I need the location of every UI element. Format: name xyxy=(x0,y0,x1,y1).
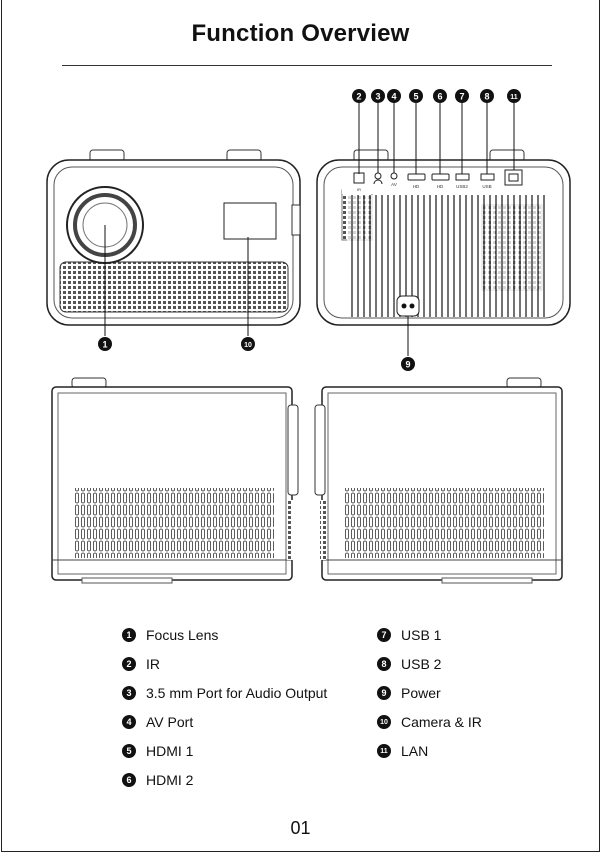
legend-label: Power xyxy=(401,685,441,701)
legend-item: 11 LAN xyxy=(377,743,428,759)
legend-item: 3 3.5 mm Port for Audio Output xyxy=(122,685,327,701)
callout-9: 9 xyxy=(401,357,415,371)
number-badge: 2 xyxy=(122,657,136,671)
callout-4: 4 xyxy=(387,89,401,103)
legend-label: AV Port xyxy=(146,714,193,730)
callout-10: 10 xyxy=(241,337,255,351)
page-number: 01 xyxy=(2,818,599,839)
right-side-view xyxy=(315,378,562,583)
svg-text:3: 3 xyxy=(375,92,380,102)
legend-label: LAN xyxy=(401,743,428,759)
legend-item: 2 IR xyxy=(122,656,160,672)
projector-diagram: 1 10 IR AV HD xyxy=(2,0,601,600)
legend-item: 6 HDMI 2 xyxy=(122,772,193,788)
callout-5: 5 xyxy=(409,89,423,103)
svg-text:2: 2 xyxy=(356,92,361,102)
svg-text:AV: AV xyxy=(391,182,397,187)
svg-text:10: 10 xyxy=(244,342,252,349)
callout-6: 6 xyxy=(433,89,447,103)
svg-text:6: 6 xyxy=(437,92,442,102)
legend-label: 3.5 mm Port for Audio Output xyxy=(146,685,327,701)
callout-2: 2 xyxy=(352,89,366,103)
svg-text:1: 1 xyxy=(102,340,107,350)
svg-text:USB2: USB2 xyxy=(456,184,468,189)
legend-label: USB 2 xyxy=(401,656,441,672)
number-badge: 9 xyxy=(377,686,391,700)
svg-text:11: 11 xyxy=(510,94,518,101)
legend-item: 7 USB 1 xyxy=(377,627,441,643)
svg-text:9: 9 xyxy=(405,360,410,370)
number-badge: 8 xyxy=(377,657,391,671)
svg-text:4: 4 xyxy=(391,92,396,102)
legend-label: HDMI 1 xyxy=(146,743,193,759)
number-badge: 11 xyxy=(377,744,391,758)
left-side-view xyxy=(52,378,298,583)
legend-label: IR xyxy=(146,656,160,672)
svg-text:USB: USB xyxy=(482,184,491,189)
number-badge: 5 xyxy=(122,744,136,758)
svg-text:8: 8 xyxy=(484,92,489,102)
number-badge: 7 xyxy=(377,628,391,642)
number-badge: 4 xyxy=(122,715,136,729)
legend-item: 5 HDMI 1 xyxy=(122,743,193,759)
legend-item: 10 Camera & IR xyxy=(377,714,482,730)
front-view xyxy=(47,150,300,336)
number-badge: 1 xyxy=(122,628,136,642)
legend-item: 9 Power xyxy=(377,685,441,701)
callout-3: 3 xyxy=(371,89,385,103)
callout-11: 11 xyxy=(507,89,521,103)
legend-label: USB 1 xyxy=(401,627,441,643)
number-badge: 6 xyxy=(122,773,136,787)
legend-label: Camera & IR xyxy=(401,714,482,730)
svg-text:7: 7 xyxy=(459,92,464,102)
legend-item: 1 Focus Lens xyxy=(122,627,218,643)
legend-item: 8 USB 2 xyxy=(377,656,441,672)
callout-7: 7 xyxy=(455,89,469,103)
svg-text:IR: IR xyxy=(357,187,361,192)
legend-label: Focus Lens xyxy=(146,627,218,643)
svg-text:HD: HD xyxy=(413,184,420,189)
number-badge: 3 xyxy=(122,686,136,700)
legend-label: HDMI 2 xyxy=(146,772,193,788)
legend-item: 4 AV Port xyxy=(122,714,193,730)
number-badge: 10 xyxy=(377,715,391,729)
svg-text:5: 5 xyxy=(413,92,418,102)
svg-text:HD: HD xyxy=(437,184,444,189)
callout-8: 8 xyxy=(480,89,494,103)
callout-1: 1 xyxy=(98,337,112,351)
